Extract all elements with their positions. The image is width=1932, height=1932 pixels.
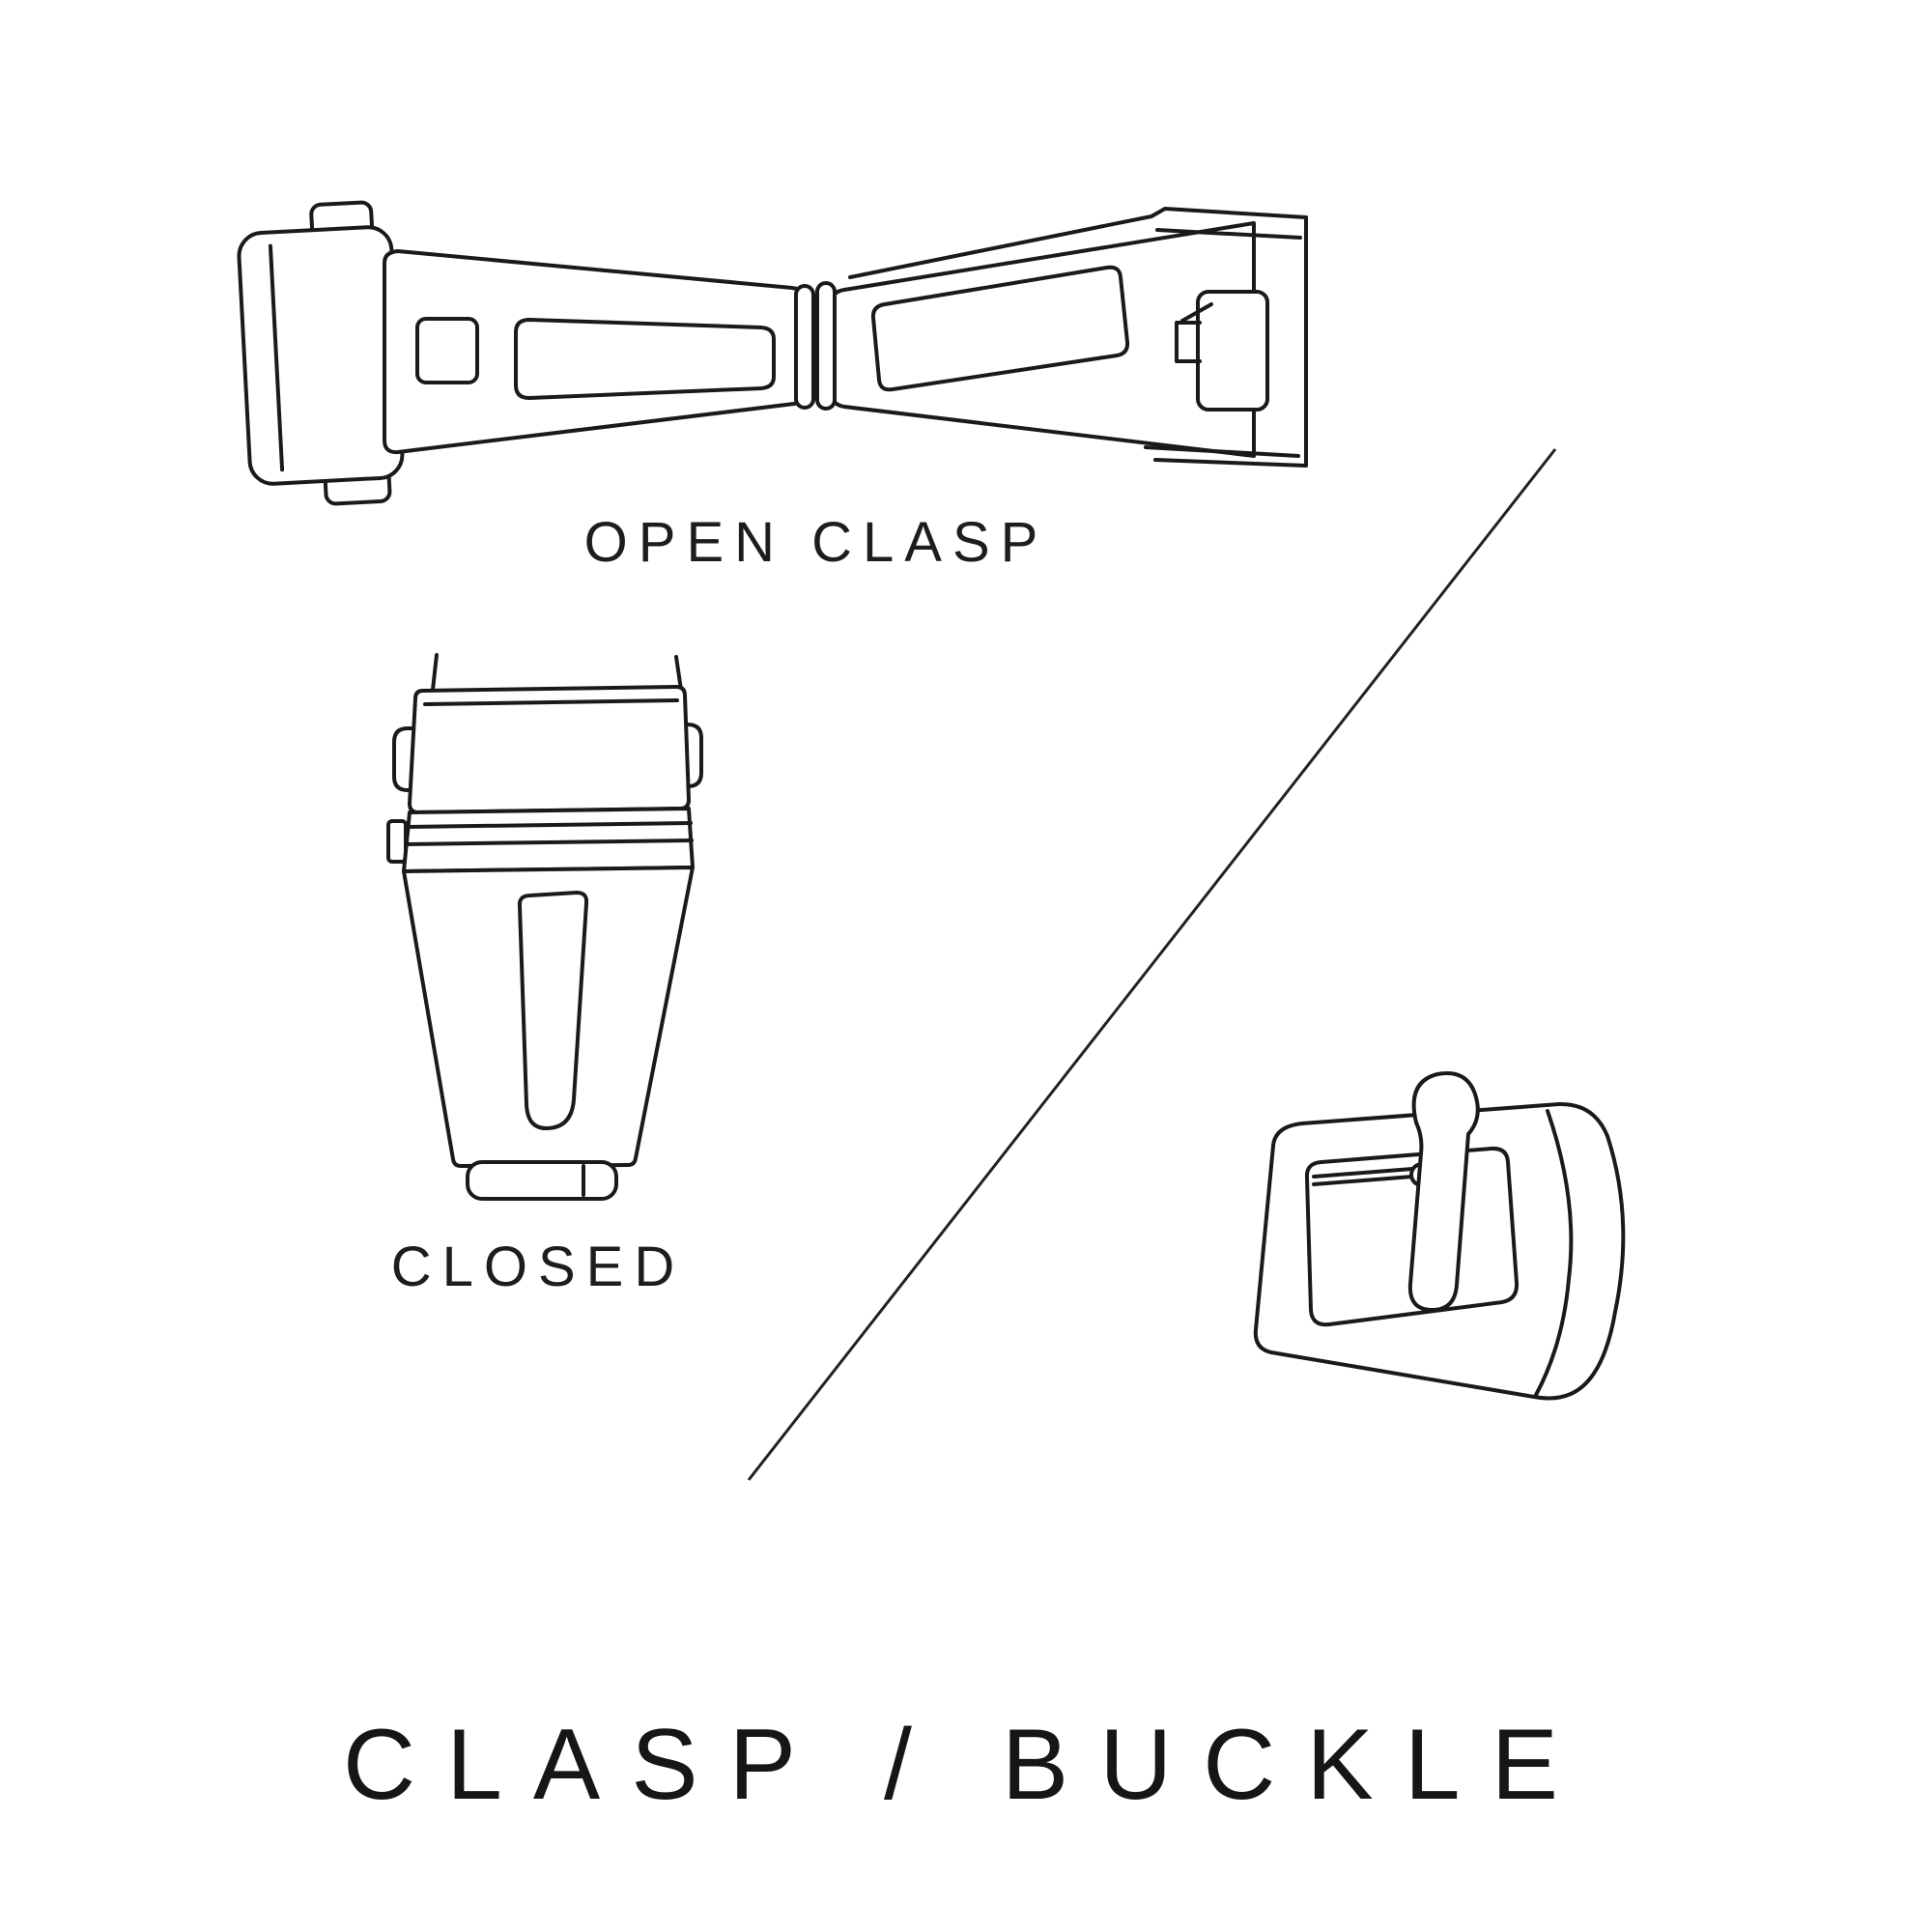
divider-line: [747, 448, 1557, 1481]
open-clasp-right-arm: [830, 221, 1256, 458]
open-clasp-label: OPEN CLASP: [583, 511, 1049, 574]
open-clasp-hinge-right: [815, 281, 837, 411]
buckle-pin: [1312, 1167, 1414, 1186]
closed-clasp-illustration: [386, 653, 703, 1201]
page-title: CLASP / BUCKLE: [342, 1709, 1589, 1821]
open-clasp-hinge-left: [794, 284, 815, 410]
open-clasp-catch: [1196, 290, 1269, 412]
open-clasp-left-window: [514, 318, 776, 400]
closed-clasp-slot: [517, 891, 589, 1131]
open-clasp-right-plate-lines: [1144, 228, 1302, 458]
closed-clasp-prongs: [431, 653, 683, 692]
closed-label: CLOSED: [390, 1236, 686, 1298]
open-clasp-illustration: [237, 200, 1308, 506]
open-clasp-left-notch: [415, 317, 479, 384]
closed-clasp-top-inner-line: [423, 698, 679, 706]
endpiece-body: [237, 225, 405, 486]
closed-clasp-body: [402, 866, 695, 1168]
closed-clasp-left-tab: [386, 819, 408, 864]
closed-clasp-band-lines: [404, 821, 694, 846]
closed-clasp-endpiece: [466, 1160, 618, 1201]
open-clasp-right-window: [870, 265, 1130, 392]
endpiece-inner-line: [268, 243, 285, 472]
open-clasp-endpiece: [237, 200, 405, 506]
open-clasp-right-plate: [848, 207, 1308, 468]
buckle-edge-inner-line: [1534, 1109, 1574, 1397]
buckle-illustration: [1253, 1071, 1626, 1401]
open-clasp-catch-hook: [1175, 302, 1213, 363]
buckle-tongue: [1407, 1071, 1480, 1313]
